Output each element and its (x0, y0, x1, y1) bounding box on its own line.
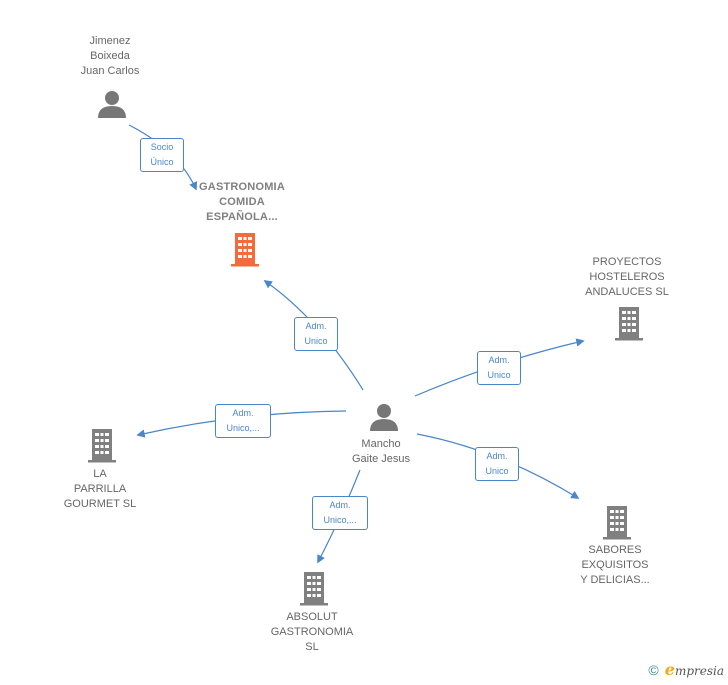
label-line: Boixeda (90, 50, 130, 62)
building-icon[interactable] (613, 305, 645, 341)
node-label-proyectos[interactable]: PROYECTOS HOSTELEROS ANDALUCES SL (585, 255, 669, 300)
badge-line: Adm. (486, 451, 508, 461)
node-label-absolut[interactable]: ABSOLUT GASTRONOMIA SL (271, 610, 354, 655)
footer: © empresia (648, 660, 724, 679)
badge-line: Unico (304, 336, 328, 346)
building-icon[interactable] (229, 231, 261, 267)
edge-badge-adm-sabores[interactable]: Adm. Unico (475, 447, 519, 481)
label-line: PARRILLA (73, 483, 127, 495)
badge-line: Adm. (305, 321, 327, 331)
node-label-sabores[interactable]: SABORES EXQUISITOS Y DELICIAS... (580, 543, 650, 588)
badge-line: Unico,... (323, 515, 357, 525)
label-line: PROYECTOS (592, 256, 662, 268)
person-icon[interactable] (97, 89, 127, 119)
label-line: SL (305, 641, 319, 653)
edge-badge-adm-parrilla[interactable]: Adm. Unico,... (215, 404, 271, 438)
label-line: SABORES (588, 544, 642, 556)
label-line: LA (93, 468, 107, 480)
label-line: ANDALUCES SL (585, 286, 669, 298)
edge-badge-adm-gastronomia[interactable]: Adm. Unico (294, 317, 338, 351)
label-line: EXQUISITOS (581, 559, 649, 571)
edge-badge-adm-absolut[interactable]: Adm. Unico,... (312, 496, 368, 530)
badge-line: Adm. (232, 408, 254, 418)
label-line: ABSOLUT (286, 611, 338, 623)
node-label-mancho[interactable]: Mancho Gaite Jesus (352, 437, 410, 467)
label-line: GASTRONOMIA (199, 181, 285, 193)
building-icon[interactable] (298, 570, 330, 606)
label-line: Jimenez (89, 35, 131, 47)
person-icon[interactable] (369, 402, 399, 432)
label-line: HOSTELEROS (589, 271, 665, 283)
copyright-symbol: © (648, 661, 659, 678)
label-line: ESPAÑOLA... (206, 211, 278, 223)
label-line: Y DELICIAS... (580, 574, 650, 586)
badge-line: Adm. (329, 500, 351, 510)
badge-line: Socio (150, 142, 174, 152)
node-label-gastronomia[interactable]: GASTRONOMIA COMIDA ESPAÑOLA... (199, 180, 285, 225)
badge-line: Unico (485, 466, 509, 476)
building-icon[interactable] (86, 427, 118, 463)
label-line: COMIDA (219, 196, 265, 208)
badge-line: Unico,... (226, 423, 260, 433)
badge-line: Adm. (488, 355, 510, 365)
edge-badge-socio[interactable]: Socio Único (140, 138, 184, 172)
brand-logo[interactable]: empresia (665, 660, 724, 679)
building-icon[interactable] (601, 504, 633, 540)
brand-initial: e (664, 660, 675, 679)
label-line: Mancho (361, 438, 401, 450)
label-line: Juan Carlos (80, 65, 140, 77)
brand-rest: mpresia (674, 664, 724, 678)
label-line: GASTRONOMIA (270, 626, 354, 638)
label-line: GOURMET SL (63, 498, 137, 510)
label-line: Gaite Jesus (351, 453, 411, 465)
node-label-parrilla[interactable]: LA PARRILLA GOURMET SL (64, 467, 137, 512)
node-label-jimenez[interactable]: Jimenez Boixeda Juan Carlos (81, 34, 140, 79)
badge-line: Unico (487, 370, 511, 380)
badge-line: Único (150, 157, 174, 167)
edge-badge-adm-proyectos[interactable]: Adm. Unico (477, 351, 521, 385)
